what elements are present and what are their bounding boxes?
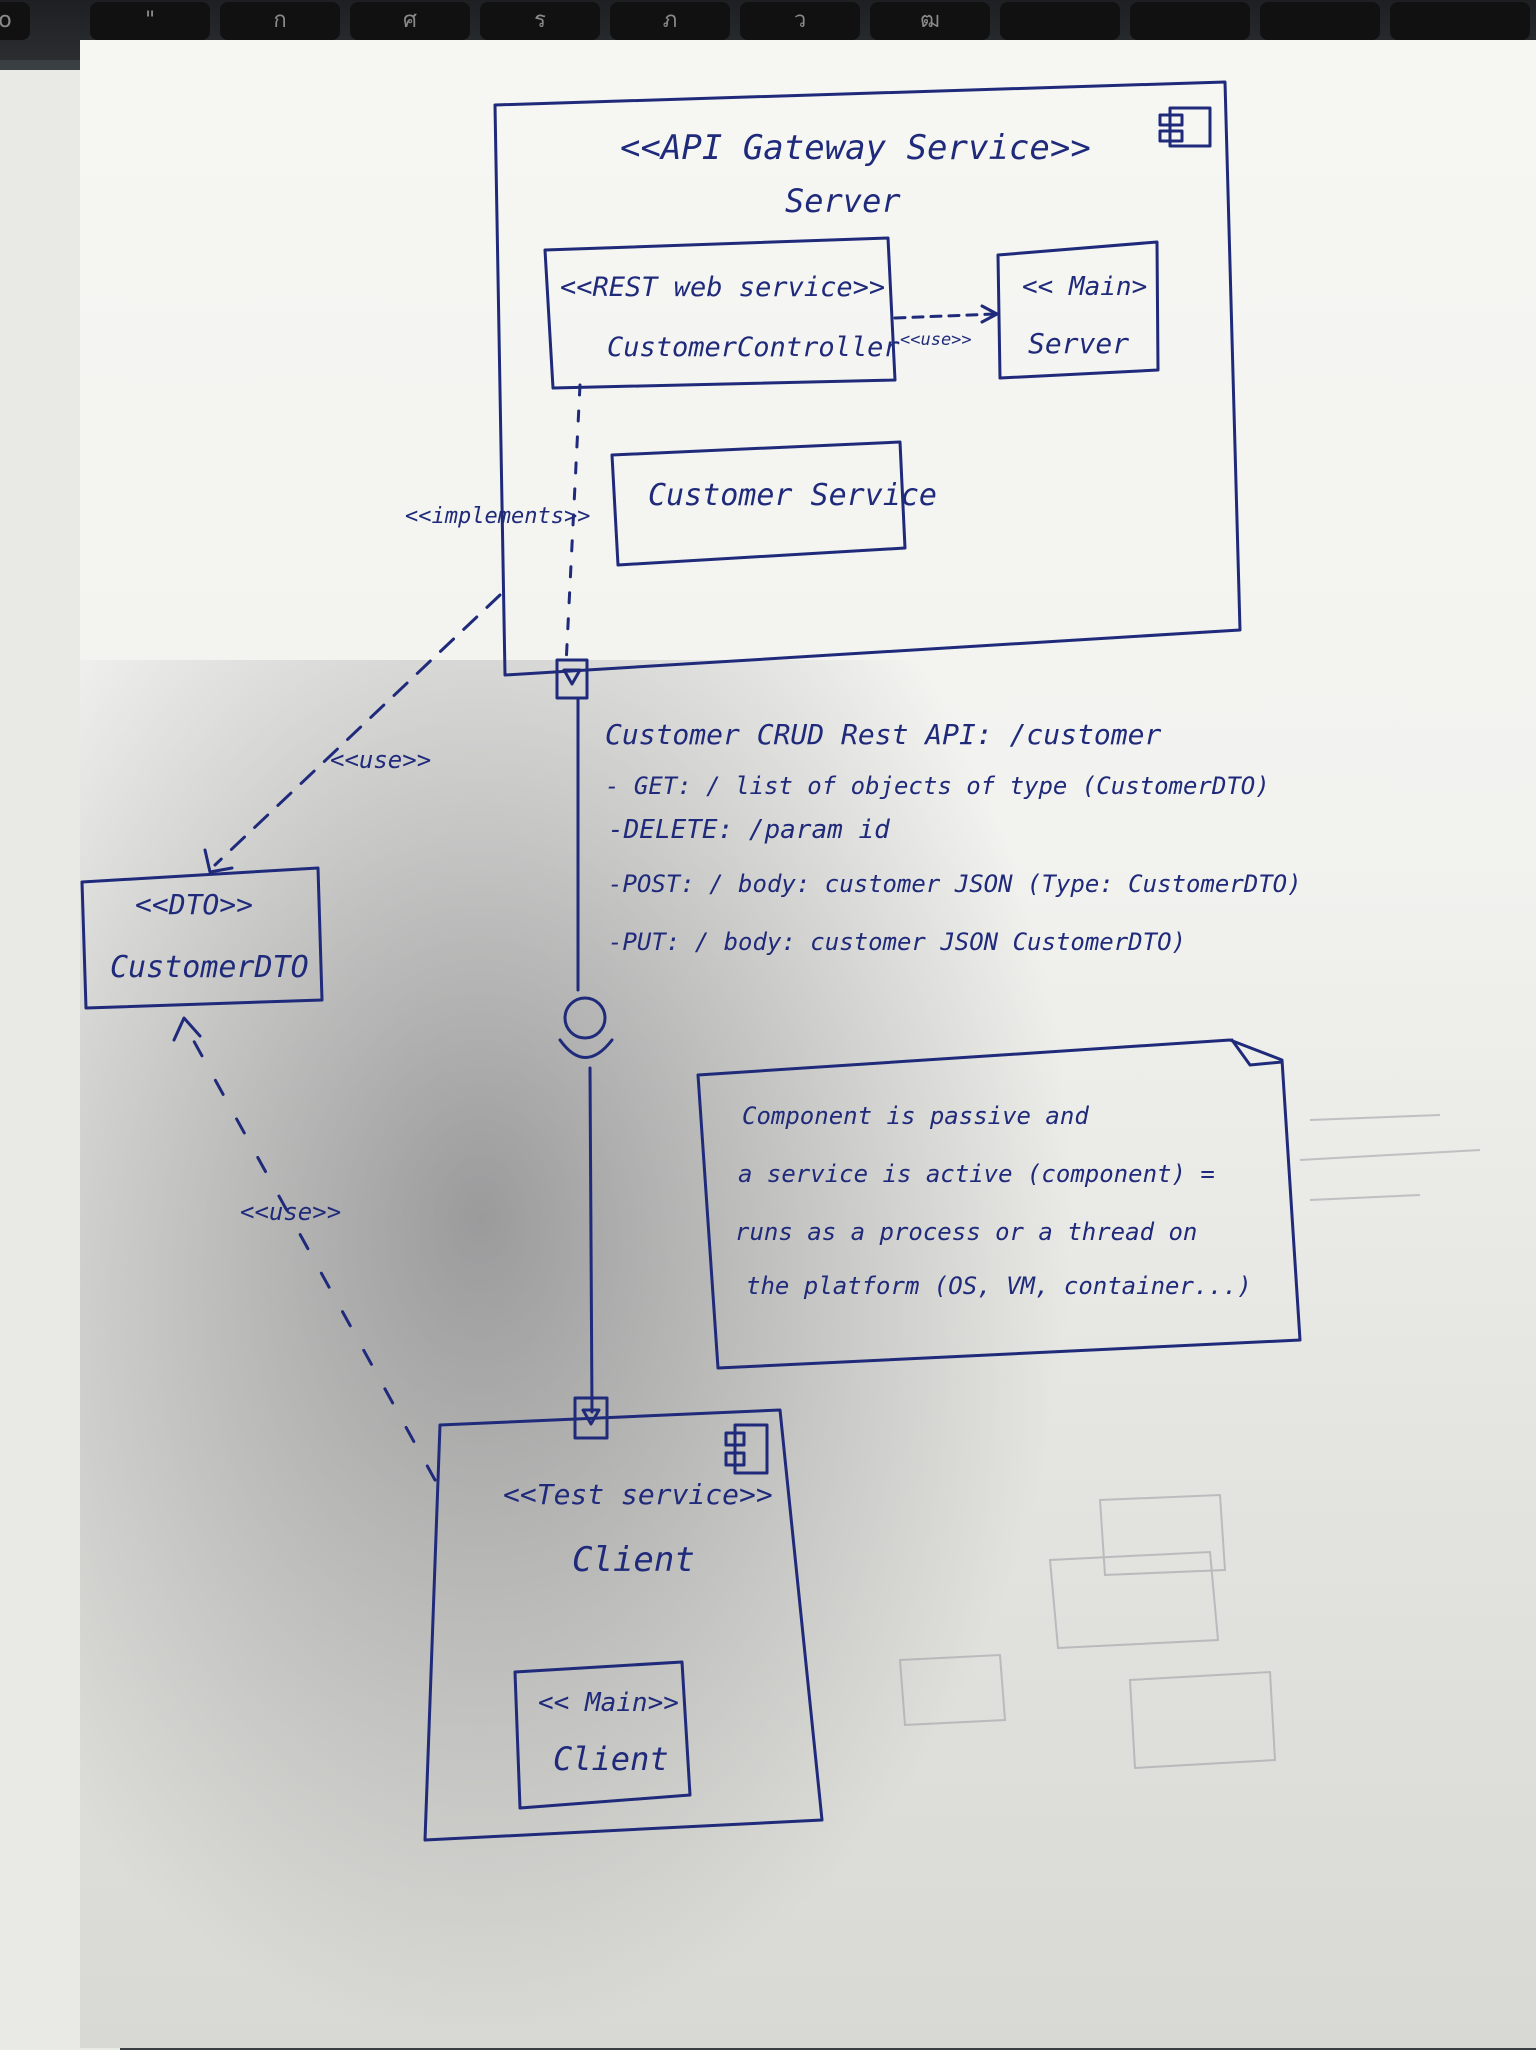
client-stereotype: <<Test service>> (503, 1478, 773, 1511)
keyboard-key: ศ (350, 2, 470, 40)
note-line: a service is active (component) = (738, 1160, 1215, 1188)
api-title: Customer CRUD Rest API: /customer (605, 718, 1162, 751)
implements-label: <<implements>> (405, 504, 591, 529)
use-line-client-dto (183, 1023, 437, 1482)
main-server-stereotype: << Main> (1022, 272, 1148, 302)
note-box (696, 1038, 1302, 1370)
interface-line-bottom (588, 1066, 594, 1414)
gateway-component-box (493, 80, 1242, 677)
provided-interface (563, 996, 607, 1040)
note-line: Component is passive and (742, 1102, 1089, 1130)
main-client-name: Client (553, 1740, 669, 1778)
note-line: the platform (OS, VM, container...) (746, 1272, 1252, 1300)
api-line: -DELETE: /param id (608, 815, 890, 845)
keyboard-edge: o " ก ศ ร ภ ว ฒ (0, 0, 1536, 60)
client-name: Client (572, 1540, 695, 1580)
keyboard-key: ฒ (870, 2, 990, 40)
main-client-box (513, 1660, 692, 1810)
gateway-name: Server (785, 182, 901, 220)
controller-stereotype: <<REST web service>> (560, 272, 886, 303)
api-line: -PUT: / body: customer JSON CustomerDTO) (608, 928, 1186, 956)
use-line-dto (213, 593, 502, 867)
note-line: runs as a process or a thread on (735, 1218, 1198, 1246)
keyboard-key (1000, 2, 1120, 40)
keyboard-key (1130, 2, 1250, 40)
use-label-controller-main: <<use>> (900, 330, 972, 350)
keyboard-key: ว (740, 2, 860, 40)
controller-name: CustomerController (607, 332, 900, 363)
keyboard-key: " (90, 2, 210, 40)
hand-shadow (80, 660, 1080, 2048)
dto-box (80, 866, 324, 1010)
keyboard-key: o (0, 2, 30, 40)
dto-stereotype: <<DTO>> (135, 888, 254, 921)
component-icon (724, 1423, 769, 1475)
component-icon (1158, 106, 1212, 148)
implements-line (564, 383, 582, 667)
keyboard-key: ร (480, 2, 600, 40)
client-component-box (423, 1408, 824, 1842)
main-server-name: Server (1028, 327, 1130, 360)
main-server-box (996, 240, 1160, 380)
keyboard-key: ก (220, 2, 340, 40)
use-label-dto: <<use>> (330, 746, 432, 774)
keyboard-key (1260, 2, 1380, 40)
api-line: -POST: / body: customer JSON (Type: Cust… (608, 870, 1302, 898)
use-label-client-dto: <<use>> (240, 1198, 342, 1226)
keyboard-key (1390, 2, 1530, 40)
required-interface (558, 1038, 614, 1059)
dto-name: CustomerDTO (110, 950, 309, 985)
customer-service-name: Customer Service (648, 478, 937, 513)
keyboard-key: ภ (610, 2, 730, 40)
gateway-port (555, 658, 589, 700)
main-client-stereotype: << Main>> (538, 1688, 679, 1718)
use-arrow-controller-main (893, 312, 997, 320)
gateway-stereotype: <<API Gateway Service>> (620, 128, 1091, 168)
controller-box (543, 236, 897, 390)
api-line: - GET: / list of objects of type (Custom… (605, 772, 1270, 800)
customer-service-box (610, 440, 907, 567)
